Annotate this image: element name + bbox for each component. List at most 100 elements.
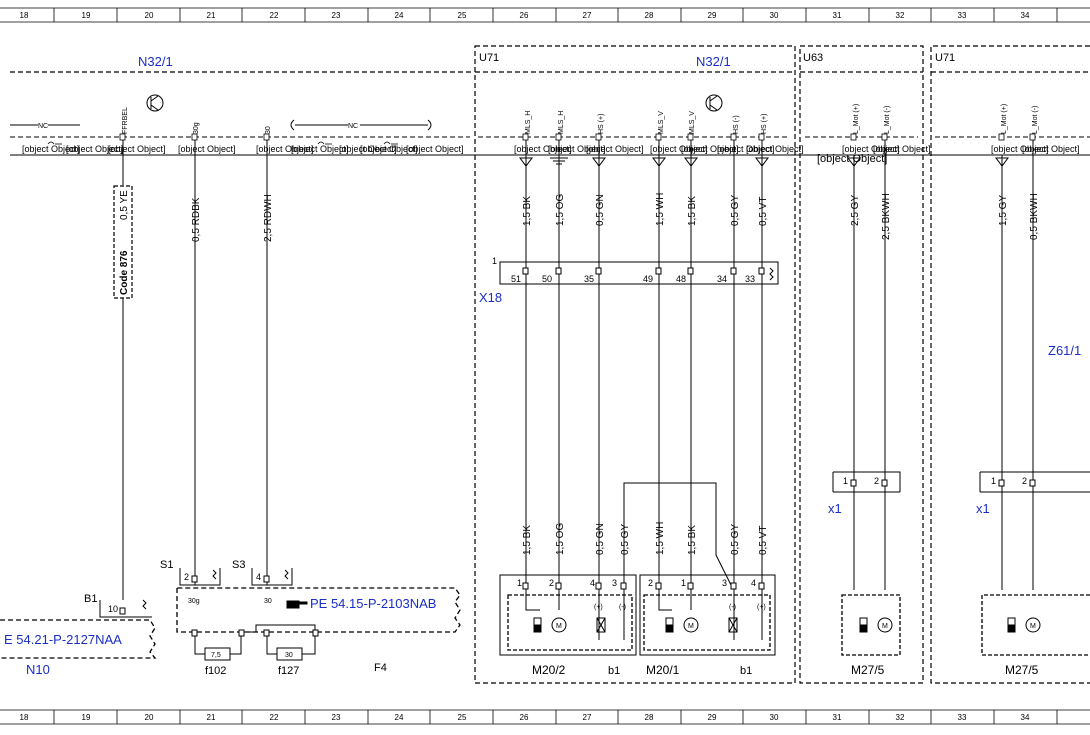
- pin-number: 2: [874, 476, 879, 486]
- wire-label: 1,5 GY: [998, 195, 1009, 226]
- pin-number: [object Object]: [548, 144, 606, 154]
- pin-squares: [119, 133, 1036, 141]
- n10-label: N10: [26, 662, 50, 677]
- signal-name: MLS_H: [558, 111, 565, 134]
- polarity-sign: (-): [729, 604, 736, 611]
- upper-wires: [122, 140, 1034, 590]
- b1-label: B1: [84, 593, 97, 605]
- pin-number: [object Object]: [746, 144, 804, 154]
- pin-number: [object Object]: [22, 144, 80, 154]
- x1-connectors: [832, 471, 1090, 493]
- grid-number: 21: [207, 11, 216, 20]
- top-grid-ruler: [0, 7, 1090, 23]
- grid-number: 23: [332, 11, 341, 20]
- bottom-grid-numbers: 18 19 20 21 22 23 24 25 26 27 28 29 30 3…: [20, 713, 1030, 722]
- grid-number: 33: [958, 11, 967, 20]
- motor-icon: [533, 617, 567, 633]
- reference-left[interactable]: E 54.21-P-2127NAA: [4, 632, 122, 647]
- signal-name: FFRBEL: [122, 107, 129, 134]
- f4-label: F4: [374, 662, 387, 674]
- motor-m-glyph: M: [882, 623, 888, 630]
- switch-connectors: [99, 568, 293, 618]
- u71b-box: [930, 45, 1090, 684]
- x1-label: x1: [976, 501, 990, 516]
- grid-number: 25: [458, 11, 467, 20]
- motor-icon: [859, 617, 893, 633]
- motor-name: M27/5: [1005, 663, 1039, 677]
- terminal-label: 30g: [188, 598, 200, 605]
- wire-label: 0,5 GY: [730, 524, 741, 555]
- wire-label: 1,5 WH: [655, 193, 666, 226]
- module-boxes: [10, 45, 1090, 684]
- grid-number: 21: [207, 713, 216, 722]
- grid-number: 31: [833, 11, 842, 20]
- motor-icon: [1007, 617, 1041, 633]
- motor-pins: 1 2 4 3 2 1 3 4: [517, 578, 756, 588]
- pin-number: [object Object]: [514, 144, 572, 154]
- wire-label: 0,5 BKWH: [1029, 193, 1040, 240]
- grid-number: 31: [833, 713, 842, 722]
- pin-number: [object Object]: [291, 144, 349, 154]
- pin-number: 50: [542, 274, 552, 284]
- pin-number: 3: [722, 578, 727, 588]
- pin-number: 51: [511, 274, 521, 284]
- grid-number: 30: [770, 11, 779, 20]
- wire-label: 2,5 RDWH: [263, 194, 274, 242]
- signal-name: L_Mot (+): [853, 104, 860, 134]
- wire-label: 0,5 GY: [730, 195, 741, 226]
- transistor-icon: [705, 94, 723, 112]
- sensor-icon: [596, 617, 606, 633]
- grid-number: 32: [896, 713, 905, 722]
- grid-number: 23: [332, 713, 341, 722]
- x18-connector: [499, 261, 779, 285]
- pin-number: 2: [184, 572, 189, 582]
- signal-names: FFRBEL 30g 30 MLS_H MLS_H HS (+) MLS_V M…: [122, 104, 1039, 134]
- x18-pin-one: 1: [492, 256, 497, 266]
- wire-label: 1,5 OG: [555, 194, 566, 226]
- terminal-label: 30: [264, 598, 272, 605]
- pin-number: [object Object]: [817, 153, 887, 165]
- signal-name: 30: [265, 126, 272, 134]
- grid-number: 27: [583, 11, 592, 20]
- pin-number: [object Object]: [842, 144, 900, 154]
- reference-main[interactable]: PE 54.15-P-2103NAB: [310, 596, 436, 611]
- pin-number: 1: [843, 476, 848, 486]
- pin-number: [object Object]: [360, 144, 418, 154]
- sensor-icon: [728, 617, 738, 633]
- motor-name: M20/1: [646, 663, 680, 677]
- grid-number: 28: [645, 713, 654, 722]
- polarity-sign: (+): [757, 604, 766, 611]
- fuse-label: f102: [205, 665, 226, 677]
- wire-label: 0,5 GN: [595, 523, 606, 555]
- grid-number: 29: [708, 713, 717, 722]
- pin-number: 1: [681, 578, 686, 588]
- x18-pins: 51 50 35 49 48 34 33: [511, 274, 755, 284]
- pin-number: 34: [717, 274, 727, 284]
- grid-number: 22: [270, 11, 279, 20]
- pin-number: [object Object]: [406, 144, 464, 154]
- polarity-sign: (-): [619, 604, 626, 611]
- fuse-rating: 30: [285, 652, 293, 659]
- signal-name: 30g: [193, 122, 200, 134]
- grid-number: 34: [1021, 11, 1030, 20]
- transistor-icon: [146, 94, 164, 112]
- grid-number: 29: [708, 11, 717, 20]
- pin-number: [object Object]: [650, 144, 708, 154]
- x1-label: x1: [828, 501, 842, 516]
- grid-number: 20: [145, 11, 154, 20]
- signal-name: MLS_V: [689, 111, 696, 134]
- motor-m-glyph: M: [556, 623, 562, 630]
- top-grid-numbers: 18 19 20 21 22 23 24 25 26 27 28 29 30 3…: [20, 11, 1030, 20]
- u71-box: [474, 45, 796, 684]
- s3-label: S3: [232, 559, 245, 571]
- polarity-sign: (+): [594, 604, 603, 611]
- signal-name: HS (+): [598, 114, 605, 134]
- wire-label: 1,5 BK: [687, 196, 698, 226]
- pin-number: 1: [517, 578, 522, 588]
- wire-label: 1,5 BK: [522, 196, 533, 226]
- motor-names: M20/2 b1 M20/1 b1 M27/5 M27/5: [532, 663, 1039, 677]
- grid-number: 22: [270, 713, 279, 722]
- motor-name: M20/2: [532, 663, 566, 677]
- grid-number: 33: [958, 713, 967, 722]
